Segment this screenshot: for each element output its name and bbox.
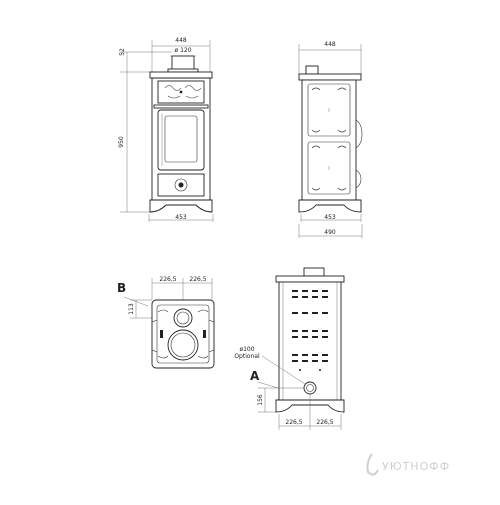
stove-base [149, 199, 213, 213]
optional-label: Optional [234, 353, 260, 360]
side-base-width: 453 [324, 214, 336, 221]
side-panel-upper [307, 83, 351, 137]
glass-window [164, 115, 198, 163]
watermark: УЮТНОФФ [366, 453, 450, 476]
fire-door [157, 109, 205, 171]
side-base [298, 199, 362, 213]
side-view: 448 453 490 [298, 41, 363, 238]
top-offset-right: 226,5 [189, 276, 206, 283]
side-width-top: 448 [324, 41, 336, 48]
top-flue-outlet [173, 308, 193, 328]
watermark-logo-icon [366, 453, 379, 476]
rear-offset-left: 226,5 [285, 419, 302, 426]
marker-a: A [250, 369, 260, 383]
top-offset-depth: 113 [128, 303, 135, 315]
watermark-text: УЮТНОФФ [382, 460, 450, 473]
top-plate [149, 71, 213, 79]
front-base-width: 453 [175, 214, 187, 221]
marker-b: B [117, 281, 126, 295]
side-body [301, 79, 357, 201]
side-flue [305, 65, 319, 75]
rear-base [275, 399, 345, 413]
front-view: 448 ø 120 52 950 453 [118, 37, 214, 222]
rear-offset-right: 226,5 [316, 419, 333, 426]
front-height: 950 [118, 136, 125, 148]
top-offset-left: 226,5 [159, 276, 176, 283]
side-depth: 490 [324, 229, 336, 236]
front-width-top: 448 [175, 37, 187, 44]
rear-offset-height: 156 [257, 394, 264, 406]
rear-view: ø100 Optional A 156 226,5 226,5 [234, 267, 345, 430]
air-regulator [174, 178, 188, 192]
optional-diameter: ø100 [239, 346, 254, 353]
side-panel-lower [307, 141, 351, 195]
front-collar-height: 52 [119, 48, 126, 56]
side-handle [355, 119, 363, 149]
rear-flue [303, 267, 325, 277]
top-view: B 226,5 226,5 113 [117, 276, 215, 369]
cooking-plate [167, 329, 199, 361]
ornament [164, 85, 202, 99]
front-flue-diameter: ø 120 [174, 47, 191, 54]
rear-body [278, 281, 342, 401]
vent-slots [292, 290, 328, 362]
optional-air-inlet [303, 381, 317, 395]
